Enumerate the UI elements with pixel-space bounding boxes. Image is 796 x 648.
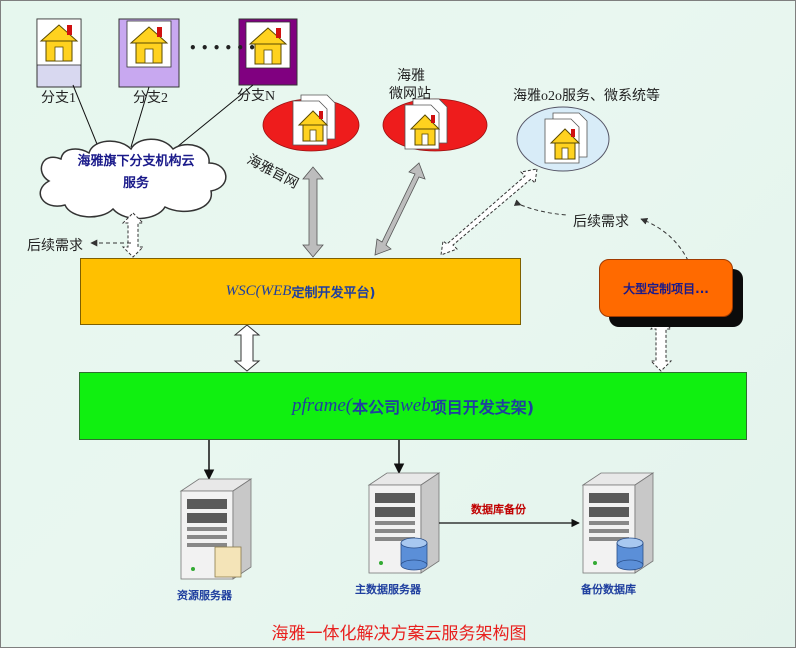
followup-left-label: 后续需求 — [27, 239, 83, 254]
link-branch-2 — [130, 86, 150, 148]
wsc-suffix: 定制开发平台) — [291, 286, 376, 301]
custom-project-label: 大型定制项目... — [623, 281, 709, 296]
cloud-shape — [39, 138, 227, 220]
branch-n-label: 分支N — [237, 89, 276, 104]
o2o-doc-icon — [544, 112, 588, 164]
diagram-caption: 海雅一体化解决方案云服务架构图 — [271, 624, 527, 643]
link-branch-1 — [72, 84, 100, 150]
micro-to-wsc-arrow — [374, 162, 426, 256]
branch-2-house-icon — [126, 20, 172, 68]
link-branch-n — [176, 84, 254, 148]
pframe-suffix: 项目开发支架) — [430, 398, 535, 417]
official-site-doc-icon — [292, 94, 336, 146]
o2o-to-wsc-dashed-arrow — [440, 168, 538, 256]
backup-db-icon — [616, 537, 644, 571]
resource-folder-icon — [214, 546, 242, 578]
cloud-line-2: 服务 — [122, 176, 149, 191]
branch-ellipsis: • • • • • • — [189, 41, 256, 55]
official-to-wsc-arrow — [302, 166, 324, 258]
o2o-label: 海雅o2o服务、微系统等 — [513, 89, 660, 104]
main-db-icon — [400, 537, 428, 571]
branch-2-label: 分支2 — [133, 91, 168, 106]
custom-project-box: 大型定制项目... — [599, 259, 733, 317]
followup-right-label: 后续需求 — [573, 215, 629, 230]
micro-site-label-1: 海雅 — [397, 69, 425, 84]
cloud-to-wsc-dashed-arrow — [121, 212, 145, 258]
branch-1-label: 分支1 — [41, 91, 76, 106]
followup-right-path-2 — [640, 218, 692, 268]
backup-arrow-label: 数据库备份 — [471, 503, 526, 516]
pframe-prefix: pframe( — [291, 395, 353, 416]
followup-right-path — [513, 199, 568, 216]
micro-site-doc-icon — [404, 98, 448, 150]
wsc-to-pframe-arrow — [233, 324, 261, 372]
custom-to-pframe-dashed-arrow — [649, 318, 673, 372]
micro-site-label-2: 微网站 — [389, 87, 431, 102]
cloud-line-1: 海雅旗下分支机构云 — [77, 154, 195, 169]
wsc-prefix: WSC(WEB — [225, 283, 292, 299]
pframe-mid: 本公司 — [352, 398, 401, 417]
resource-server-label: 资源服务器 — [177, 589, 232, 602]
backup-db-label: 备份数据库 — [581, 583, 636, 596]
branch-1-house-icon — [36, 18, 82, 66]
main-db-server-label: 主数据服务器 — [355, 583, 421, 596]
cloud-service-label: 海雅旗下分支机构云 服务 — [41, 151, 231, 195]
pframe-web: web — [400, 395, 431, 416]
